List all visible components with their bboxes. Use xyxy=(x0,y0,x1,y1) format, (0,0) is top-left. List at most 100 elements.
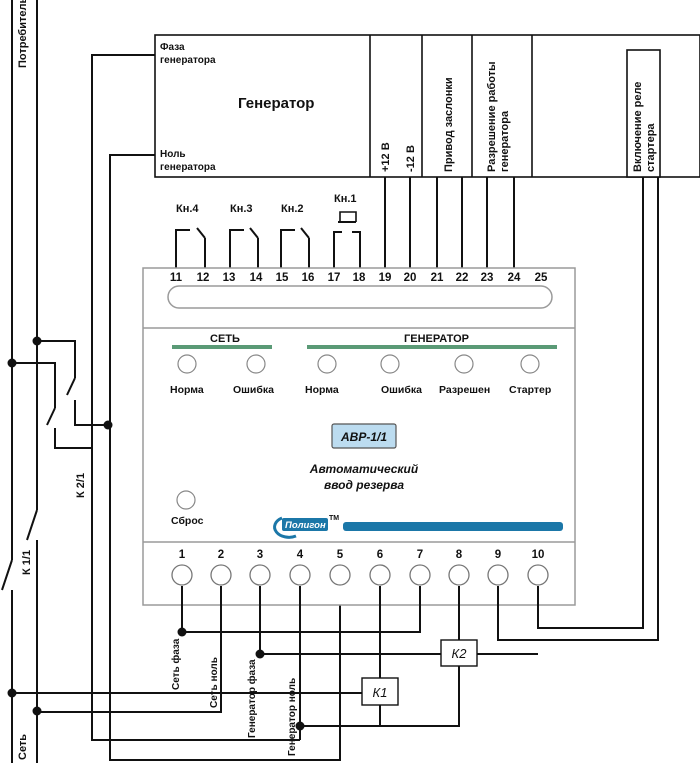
network-label: Сеть xyxy=(17,734,29,760)
led-gen-norm xyxy=(317,354,337,374)
k21-wire-a xyxy=(37,340,76,378)
led-gen-starter-label: Стартер xyxy=(509,384,551,396)
top-terminal-number: 11 xyxy=(170,272,183,284)
desc-line-2: ввод резерва xyxy=(324,478,404,492)
reset-label: Сброс xyxy=(171,515,204,527)
wire-net-zero xyxy=(37,586,222,713)
gen-header: ГЕНЕРАТОР xyxy=(404,333,469,345)
top-terminal-number: 23 xyxy=(481,272,494,284)
junction-dot xyxy=(103,420,113,430)
consumer-label: Потребитель xyxy=(17,0,29,68)
terminal-screw xyxy=(171,564,193,586)
bottom-terminal-number: 8 xyxy=(456,549,463,561)
k11-label: К 1/1 xyxy=(21,550,33,575)
led-net-norm-label: Норма xyxy=(170,384,204,396)
minus12-label: -12 В xyxy=(405,145,417,172)
button-kn1 xyxy=(333,231,342,268)
terminal-screw xyxy=(249,564,271,586)
bottom-terminal-number: 7 xyxy=(417,549,423,561)
net-bar xyxy=(172,345,272,349)
terminal-screw xyxy=(289,564,311,586)
relay-k1 xyxy=(361,677,399,706)
brand-name: Полигон xyxy=(285,520,326,531)
bottom-terminal-number: 5 xyxy=(337,549,344,561)
gen-phase-label: Фаза xyxy=(160,42,185,53)
top-terminal-number: 25 xyxy=(535,272,548,284)
led-gen-error-label: Ошибка xyxy=(381,384,422,396)
gen-phase-label-2: генератора xyxy=(160,55,216,66)
led-gen-error xyxy=(380,354,400,374)
brand-logo: Полигон TM xyxy=(273,515,339,539)
button-kn3-label: Кн.3 xyxy=(230,203,253,215)
desc-line-1: Автоматический xyxy=(309,462,419,476)
top-terminal-number: 14 xyxy=(250,272,263,284)
net-header: СЕТЬ xyxy=(210,333,240,345)
brand-bar xyxy=(343,522,563,531)
led-gen-allowed-label: Разрешен xyxy=(439,384,490,396)
terminal-screw xyxy=(329,564,351,586)
top-terminal-number: 13 xyxy=(223,272,236,284)
top-terminal-number: 20 xyxy=(404,272,417,284)
model-badge xyxy=(331,423,397,449)
terminal-screw xyxy=(409,564,431,586)
led-gen-starter xyxy=(520,354,540,374)
generator-block xyxy=(154,34,700,178)
label-gen-zero: Генератор ноль xyxy=(287,678,298,756)
button-kn4 xyxy=(175,229,190,268)
button-kn1-label: Кн.1 xyxy=(334,193,357,205)
button-kn4-label: Кн.4 xyxy=(176,203,199,215)
k11-contact-a xyxy=(1,559,13,591)
k21-contact-b xyxy=(46,407,56,426)
top-terminal-number: 12 xyxy=(197,272,210,284)
led-gen-allowed xyxy=(454,354,474,374)
top-terminal-number: 15 xyxy=(276,272,289,284)
gen-phase-wire xyxy=(91,54,300,741)
terminal-screw xyxy=(487,564,509,586)
bottom-terminal-number: 6 xyxy=(377,549,383,561)
generator-title: Генератор xyxy=(238,95,314,112)
label-gen-phase: Генератор фаза xyxy=(246,659,258,738)
wire-starter-a xyxy=(497,177,659,641)
k21-label: К 2/1 xyxy=(75,473,87,498)
terminal-screw xyxy=(210,564,232,586)
k21-wire-b xyxy=(12,362,56,408)
top-terminal-number: 21 xyxy=(431,272,444,284)
k21-out-a xyxy=(74,400,108,426)
plus12-label: +12 В xyxy=(380,142,392,172)
model-label: АВР-1/1 xyxy=(340,430,387,444)
top-terminal-number: 16 xyxy=(302,272,315,284)
label-net-phase: Сеть фаза xyxy=(170,638,182,690)
led-net-error-label: Ошибка xyxy=(233,384,274,396)
bottom-terminal-number: 10 xyxy=(532,549,545,561)
gen-zero-label: Ноль xyxy=(160,149,186,160)
bottom-terminal-number: 4 xyxy=(297,549,304,561)
terminal-screw xyxy=(448,564,470,586)
top-terminal-number: 22 xyxy=(456,272,469,284)
starter-label-2: стартера xyxy=(645,123,657,172)
top-terminal-strip xyxy=(167,285,553,309)
button-kn3 xyxy=(229,229,244,268)
damper-label: Привод заслонки xyxy=(443,77,455,172)
gen-bar xyxy=(307,345,557,349)
allow-label: Разрешение работы xyxy=(486,62,498,172)
button-kn2 xyxy=(280,229,295,268)
reset-button xyxy=(176,490,196,510)
button-kn2-label: Кн.2 xyxy=(281,203,304,215)
top-terminal-number: 19 xyxy=(379,272,392,284)
bottom-terminal-number: 2 xyxy=(218,549,224,561)
relay-k2 xyxy=(440,639,478,667)
bottom-terminal-number: 9 xyxy=(495,549,501,561)
k11-contact-b xyxy=(26,509,38,541)
led-net-error xyxy=(246,354,266,374)
terminal-screw xyxy=(527,564,549,586)
k21-out-b xyxy=(54,428,92,449)
led-net-norm xyxy=(177,354,197,374)
label-net-zero: Сеть ноль xyxy=(209,657,220,708)
bottom-terminal-number: 1 xyxy=(179,549,186,561)
k21-contact-a xyxy=(66,377,76,396)
bottom-terminal-number: 3 xyxy=(257,549,263,561)
gen-zero-label-2: генератора xyxy=(160,162,216,173)
led-gen-norm-label: Норма xyxy=(305,384,339,396)
top-terminal-number: 17 xyxy=(328,272,341,284)
